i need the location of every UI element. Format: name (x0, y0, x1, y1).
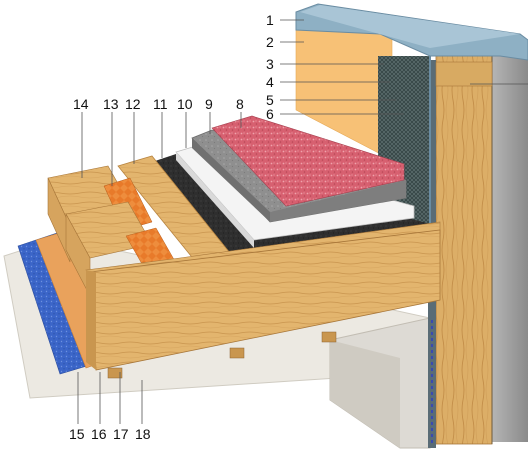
white-board-edge (176, 152, 254, 248)
flashing-top-face (300, 5, 520, 48)
callout-5: 5 (266, 92, 274, 108)
support-wall-shadow (330, 340, 400, 448)
main-beam-end (86, 270, 96, 370)
callout-10: 10 (177, 96, 193, 112)
callout-15: 15 (69, 426, 85, 442)
callout-4: 4 (266, 74, 274, 90)
callout-14: 14 (73, 96, 89, 112)
grey-slab-right-edge (270, 180, 406, 222)
rib-upper-front (47, 177, 71, 263)
callout-12: 12 (125, 96, 141, 112)
callout-1: 1 (266, 12, 274, 28)
callout-16: 16 (91, 426, 107, 442)
wall-stud-right (435, 55, 493, 445)
parapet-timber-top (435, 61, 493, 87)
wall-column-grey (492, 42, 528, 442)
callout-9: 9 (205, 96, 213, 112)
callout-18: 18 (135, 426, 151, 442)
callout-17: 17 (113, 426, 129, 442)
spacer-block-3 (321, 331, 337, 343)
grey-slab-front-edge (192, 138, 270, 222)
red-gravel-layer (211, 115, 405, 207)
callout-8: 8 (236, 96, 244, 112)
callout-3: 3 (266, 56, 274, 72)
spacer-block-2 (229, 347, 245, 359)
callout-13: 13 (103, 96, 119, 112)
spacer-block-1 (107, 367, 123, 379)
callout-6: 6 (266, 106, 274, 122)
callout-leader-lines (77, 19, 528, 424)
callout-11: 11 (153, 96, 168, 112)
callout-2: 2 (266, 34, 274, 50)
